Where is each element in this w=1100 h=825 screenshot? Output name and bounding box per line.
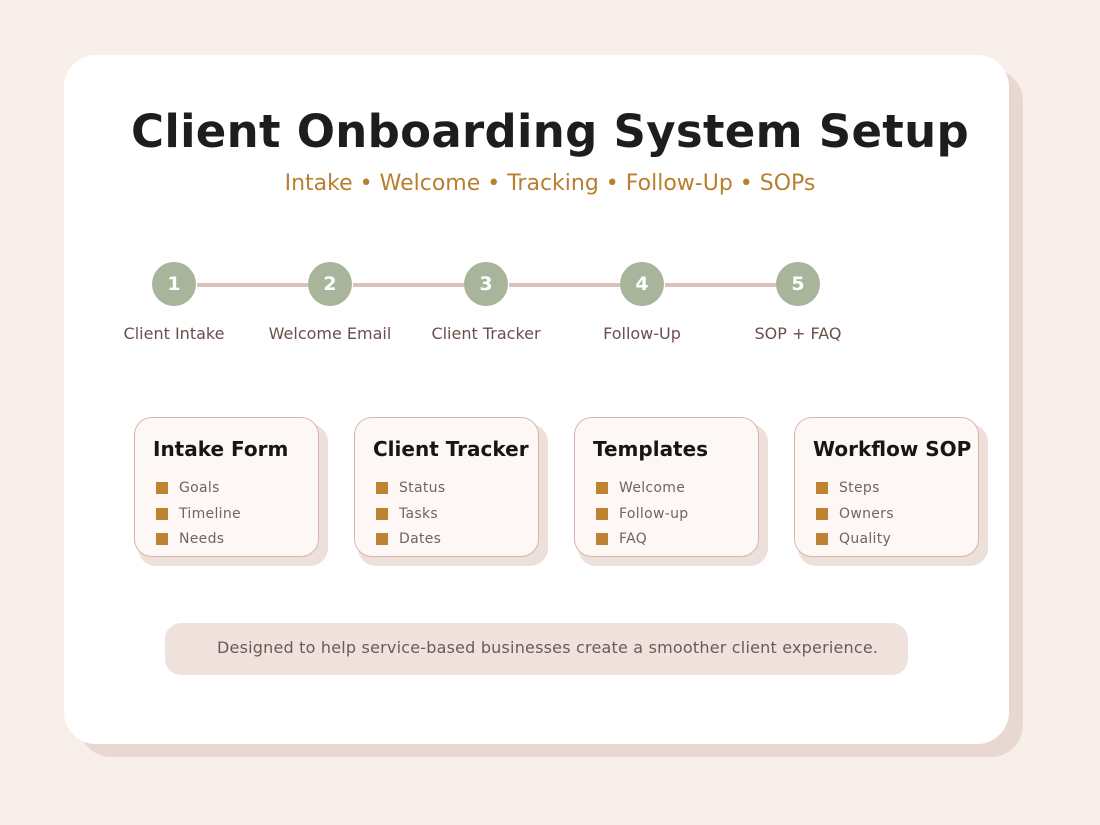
list-item-label: Quality (839, 531, 892, 547)
step-4-label: Follow-Up (603, 324, 681, 343)
bullet-square-icon (596, 533, 608, 545)
list-item-label: Tasks (399, 506, 439, 522)
list-item: Owners (816, 505, 894, 523)
card-title: Intake Form (153, 437, 289, 461)
list-item: Steps (816, 479, 880, 497)
list-item: Status (376, 479, 445, 497)
bullet-square-icon (376, 508, 388, 520)
step-3-circle: 3 (464, 262, 508, 306)
list-item-label: Follow-up (619, 506, 689, 522)
page-subtitle: Intake • Welcome • Tracking • Follow-Up … (284, 171, 816, 196)
step-5-label: SOP + FAQ (754, 324, 842, 343)
step-connector (665, 283, 777, 287)
intake-form-card: Intake Form Goals Timeline Needs (134, 417, 319, 557)
list-item-label: FAQ (619, 531, 648, 547)
bullet-square-icon (376, 533, 388, 545)
workflow-sop-card: Workflow SOP Steps Owners Quality (794, 417, 979, 557)
list-item: Welcome (596, 479, 685, 497)
list-item: Tasks (376, 505, 438, 523)
list-item: FAQ (596, 530, 647, 548)
list-item-label: Steps (839, 480, 880, 496)
list-item-label: Status (399, 480, 446, 496)
card-title: Workflow SOP (813, 437, 972, 461)
bullet-square-icon (596, 482, 608, 494)
bullet-square-icon (816, 533, 828, 545)
bullet-square-icon (156, 533, 168, 545)
step-5-circle: 5 (776, 262, 820, 306)
list-item-label: Needs (179, 531, 225, 547)
list-item: Follow-up (596, 505, 688, 523)
list-item-label: Owners (839, 506, 894, 522)
footer-banner: Designed to help service-based businesse… (165, 623, 908, 675)
step-2-label: Welcome Email (268, 324, 392, 343)
page-title: Client Onboarding System Setup (131, 105, 969, 158)
step-connector (353, 283, 465, 287)
list-item: Quality (816, 530, 891, 548)
list-item: Goals (156, 479, 220, 497)
step-4-circle: 4 (620, 262, 664, 306)
step-1-circle: 1 (152, 262, 196, 306)
bullet-square-icon (376, 482, 388, 494)
list-item-label: Welcome (619, 480, 686, 496)
card-title: Templates (593, 437, 709, 461)
list-item: Timeline (156, 505, 241, 523)
templates-card: Templates Welcome Follow-up FAQ (574, 417, 759, 557)
list-item-label: Dates (399, 531, 442, 547)
step-connector (509, 283, 621, 287)
bullet-square-icon (816, 508, 828, 520)
bullet-square-icon (596, 508, 608, 520)
bullet-square-icon (156, 508, 168, 520)
step-connector (197, 283, 309, 287)
card-title: Client Tracker (373, 437, 529, 461)
step-2-circle: 2 (308, 262, 352, 306)
step-1-label: Client Intake (123, 324, 225, 343)
step-3-label: Client Tracker (431, 324, 541, 343)
list-item: Dates (376, 530, 441, 548)
list-item-label: Timeline (179, 506, 241, 522)
list-item-label: Goals (179, 480, 220, 496)
client-tracker-card: Client Tracker Status Tasks Dates (354, 417, 539, 557)
footer-text: Designed to help service-based businesse… (217, 638, 879, 657)
bullet-square-icon (156, 482, 168, 494)
bullet-square-icon (816, 482, 828, 494)
list-item: Needs (156, 530, 224, 548)
